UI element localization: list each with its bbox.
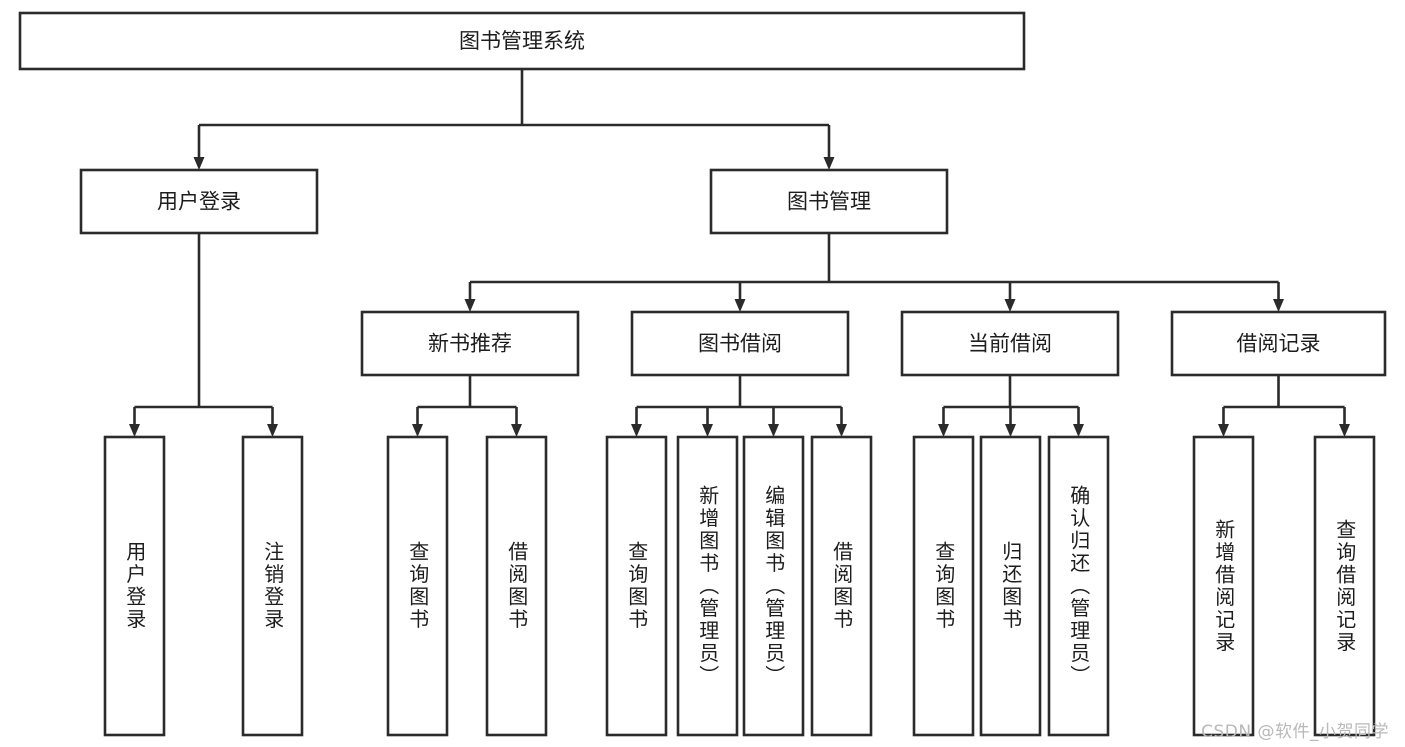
node-label-borrow-record: 借阅记录 [1237,332,1321,356]
connector-layer [129,69,1350,437]
node-label-book-management: 图书管理 [787,190,871,214]
arrow-head-icon [193,157,205,170]
arrow-head-icon [1005,424,1016,437]
node-label-user-login: 用户登录 [157,190,241,214]
node-box-new-book-recommend[interactable] [360,310,580,377]
csdn-watermark: CSDN @软件_小贺同学 [1201,722,1389,742]
arrow-head-icon [1073,424,1084,437]
arrow-head-icon [768,424,779,437]
node-box-leaf-user-login[interactable] [103,435,166,737]
node-label-new-book-recommend: 新书推荐 [428,332,512,356]
arrow-head-icon [464,299,476,312]
node-box-root[interactable] [18,11,1026,71]
node-box-book-borrow[interactable] [630,310,850,377]
arrow-head-icon [631,424,642,437]
node-box-leaf-add-borrow-record[interactable] [1192,435,1255,737]
node-box-leaf-confirm-return-admin[interactable] [1047,435,1110,737]
node-label-root: 图书管理系统 [459,29,585,53]
node-box-current-borrow[interactable] [900,310,1120,377]
arrow-head-icon [1004,299,1016,312]
arrow-head-icon [938,424,949,437]
arrow-head-icon [267,424,278,437]
node-box-borrow-record[interactable] [1170,310,1387,377]
node-box-leaf-query-book-2[interactable] [605,435,668,737]
node-label-book-borrow: 图书借阅 [698,332,782,356]
node-box-leaf-logout-login[interactable] [241,435,304,737]
node-label-current-borrow: 当前借阅 [968,332,1052,356]
arrow-head-icon [1218,424,1229,437]
node-box-book-management[interactable] [709,168,949,235]
node-box-leaf-edit-book-admin[interactable] [742,435,805,737]
arrow-head-icon [702,424,713,437]
node-box-user-login[interactable] [79,168,319,235]
node-box-leaf-borrow-book-1[interactable] [485,435,548,737]
node-box-leaf-add-book-admin[interactable] [676,435,739,737]
arrow-head-icon [823,157,835,170]
node-box-layer [18,11,1387,737]
arrow-head-icon [836,424,847,437]
arrow-head-icon [1339,424,1350,437]
arrow-head-icon [511,424,522,437]
node-box-leaf-query-book-3[interactable] [912,435,975,737]
node-box-leaf-query-book-1[interactable] [386,435,449,737]
arrow-head-icon [734,299,746,312]
arrow-head-icon [1273,299,1284,312]
arrow-head-icon [129,424,140,437]
node-box-leaf-return-book[interactable] [979,435,1042,737]
arrow-head-icon [412,424,423,437]
node-box-leaf-query-borrow-record[interactable] [1313,435,1376,737]
node-box-leaf-borrow-book-2[interactable] [810,435,873,737]
